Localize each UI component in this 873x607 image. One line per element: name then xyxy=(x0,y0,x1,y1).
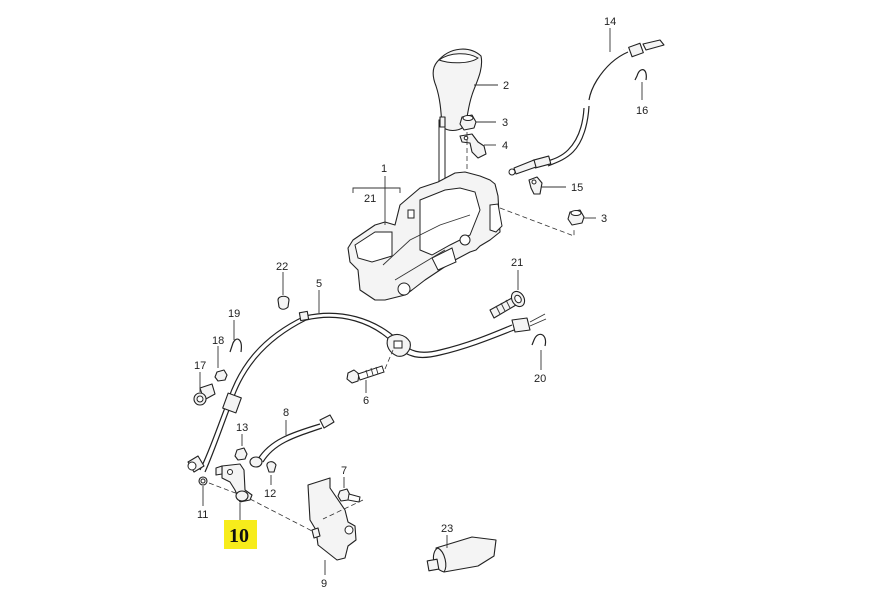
retaining-clip-part-19[interactable] xyxy=(229,338,242,353)
nut-part-13[interactable] xyxy=(234,447,248,461)
bracket-part-4[interactable] xyxy=(459,133,487,159)
bolt-part-7[interactable] xyxy=(337,488,361,503)
callout-20[interactable]: 20 xyxy=(534,373,546,385)
shift-knob-part[interactable] xyxy=(432,48,483,132)
bushing-part-12[interactable] xyxy=(266,461,277,473)
callout-group: 14 16 2 3 4 15 3 1 21 21 22 5 19 xyxy=(194,16,648,590)
linkage-rod-part-8[interactable] xyxy=(249,414,335,468)
callout-15[interactable]: 15 xyxy=(571,182,583,194)
ball-socket-part-17[interactable] xyxy=(193,383,216,406)
shift-cable-part-5[interactable] xyxy=(187,310,547,473)
callout-11[interactable]: 11 xyxy=(197,509,208,521)
callout-12[interactable]: 12 xyxy=(264,488,276,500)
callout-22[interactable]: 22 xyxy=(276,261,288,273)
callout-16[interactable]: 16 xyxy=(636,105,648,117)
selector-housing-part[interactable] xyxy=(347,171,503,301)
callout-1[interactable]: 1 xyxy=(381,163,387,175)
callout-10[interactable]: 10 xyxy=(229,525,249,547)
callout-9[interactable]: 9 xyxy=(321,578,327,590)
cable-end-part-21b[interactable] xyxy=(489,289,527,319)
circlip-part-11[interactable] xyxy=(198,476,208,486)
mounting-bracket-part-9[interactable] xyxy=(307,477,357,561)
retaining-clip-part-20[interactable] xyxy=(531,333,547,347)
callout-7[interactable]: 7 xyxy=(341,465,347,477)
retaining-clip-part-16[interactable] xyxy=(634,69,647,81)
interlock-cable-part-14[interactable] xyxy=(508,39,665,176)
nut-part-3b[interactable] xyxy=(567,209,585,226)
callout-21a[interactable]: 21 xyxy=(364,193,376,205)
nut-part-18[interactable] xyxy=(214,369,228,382)
callout-18[interactable]: 18 xyxy=(212,335,224,347)
bushing-part-22[interactable] xyxy=(277,295,290,310)
callout-17[interactable]: 17 xyxy=(194,360,206,372)
bolt-part-6[interactable] xyxy=(346,365,385,384)
grease-tube-part-23[interactable] xyxy=(426,536,497,573)
callout-6[interactable]: 6 xyxy=(363,395,369,407)
callout-13[interactable]: 13 xyxy=(236,422,248,434)
callout-2[interactable]: 2 xyxy=(503,80,509,92)
callout-19[interactable]: 19 xyxy=(228,308,240,320)
callout-23[interactable]: 23 xyxy=(441,523,453,535)
callout-3b[interactable]: 3 xyxy=(601,213,607,225)
lever-part-10[interactable] xyxy=(215,463,253,503)
callout-14[interactable]: 14 xyxy=(604,16,616,28)
clip-part-15[interactable] xyxy=(528,176,543,195)
callout-5[interactable]: 5 xyxy=(316,278,322,290)
callout-3a[interactable]: 3 xyxy=(502,117,508,129)
callout-10-highlight[interactable]: 10 xyxy=(224,520,257,549)
nut-part-3a[interactable] xyxy=(459,114,477,131)
callout-8[interactable]: 8 xyxy=(283,407,289,419)
callout-4[interactable]: 4 xyxy=(502,140,508,152)
callout-21b[interactable]: 21 xyxy=(511,257,523,269)
